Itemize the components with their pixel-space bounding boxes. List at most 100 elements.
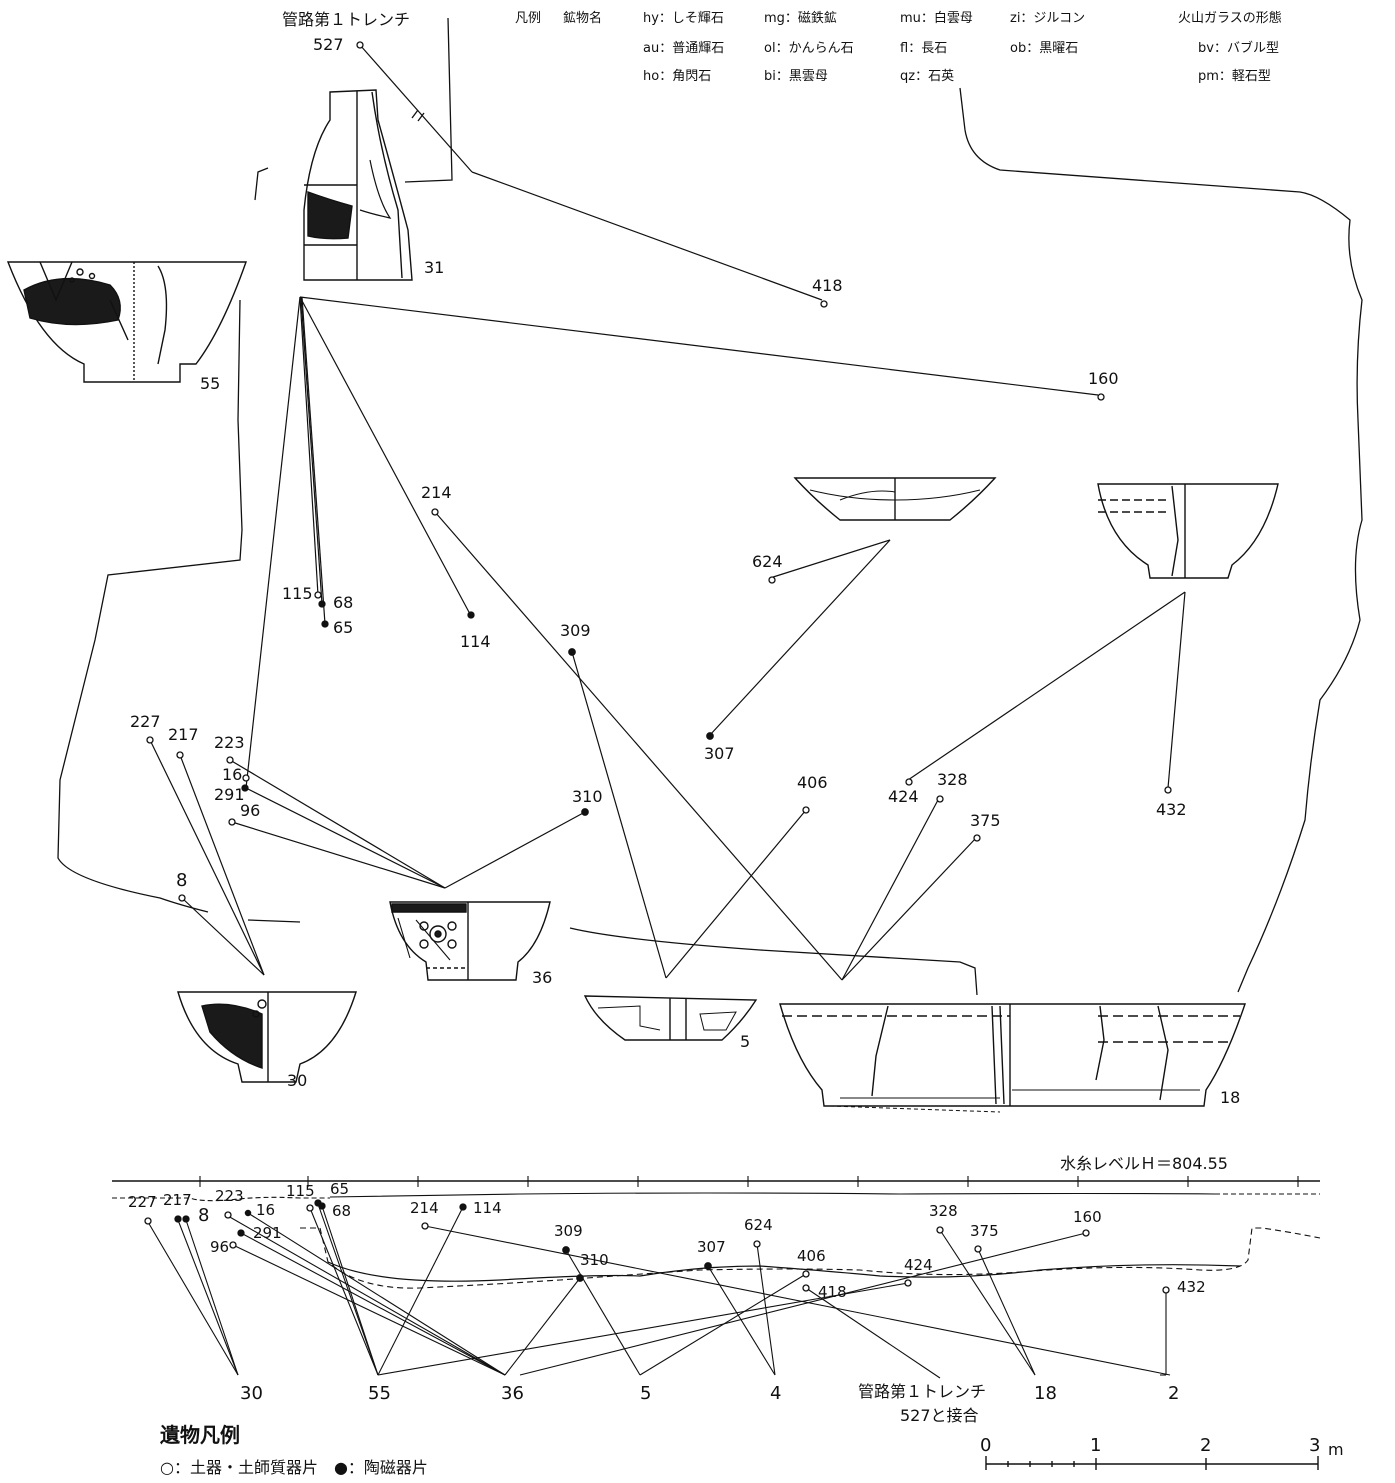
glass-legend-title: 火山ガラスの形態 bbox=[1178, 11, 1282, 26]
section-point-label: 328 bbox=[929, 1202, 958, 1220]
point-label: 310 bbox=[572, 787, 603, 806]
point-label: 114 bbox=[460, 632, 491, 651]
scale-tick-label: 2 bbox=[1200, 1435, 1212, 1456]
section-target-label: 55 bbox=[368, 1383, 391, 1404]
section-point-label: 432 bbox=[1177, 1278, 1206, 1296]
vessel-label-36: 36 bbox=[532, 968, 553, 987]
section-point-label: 115 bbox=[286, 1182, 315, 1200]
point-label: 424 bbox=[888, 787, 919, 806]
point-label: 16 bbox=[222, 765, 243, 784]
legend-item: bi：黒雲母 bbox=[764, 69, 828, 84]
point-label: 115 bbox=[282, 584, 313, 603]
point-label: 65 bbox=[333, 618, 354, 637]
section-point-label: 624 bbox=[744, 1216, 773, 1234]
vessel-label-18: 18 bbox=[1220, 1088, 1241, 1107]
trench-joint-label: 527と接合 bbox=[900, 1406, 979, 1425]
vessel-label-30: 30 bbox=[287, 1071, 308, 1090]
section-point-label: 160 bbox=[1073, 1208, 1102, 1226]
section-point-label: 307 bbox=[697, 1238, 726, 1256]
section-point-label: 375 bbox=[970, 1222, 999, 1240]
legend-item: qz：石英 bbox=[900, 69, 955, 84]
glass-legend-item: bv：バブル型 bbox=[1198, 41, 1279, 56]
point-label: 307 bbox=[704, 744, 735, 763]
legend-prefix-a: 凡例 bbox=[515, 11, 542, 26]
section-point-label: 16 bbox=[256, 1201, 276, 1219]
trench-number: 527 bbox=[313, 35, 344, 54]
legend-item: ob：黒曜石 bbox=[1010, 41, 1079, 56]
section-point-label: 217 bbox=[163, 1191, 192, 1209]
section-point-label: 309 bbox=[554, 1222, 583, 1240]
point-label: 328 bbox=[937, 770, 968, 789]
point-label: 291 bbox=[214, 785, 245, 804]
scale-tick-label: 1 bbox=[1090, 1435, 1102, 1456]
vessel-label-5: 5 bbox=[740, 1032, 751, 1051]
legend-item: ol：かんらん石 bbox=[764, 41, 854, 56]
section-points bbox=[144, 1199, 1170, 1294]
point-label: 217 bbox=[168, 725, 199, 744]
section-point-label: 223 bbox=[215, 1187, 244, 1205]
legend-item: mu：白雲母 bbox=[900, 11, 973, 26]
point-label: 406 bbox=[797, 773, 828, 792]
section-connection-lines bbox=[147, 1203, 1171, 1379]
level-label: 水糸レベルＨ＝804.55 bbox=[1060, 1154, 1228, 1173]
section-point-label: 68 bbox=[332, 1202, 352, 1220]
artifact-legend-title: 遺物凡例 bbox=[160, 1423, 240, 1447]
section-target-label: 2 bbox=[1168, 1383, 1180, 1404]
legend-item: mg：磁鉄鉱 bbox=[764, 11, 837, 26]
section-point-label: 406 bbox=[797, 1247, 826, 1265]
section-point-label: 65 bbox=[330, 1180, 350, 1198]
point-label: 432 bbox=[1156, 800, 1187, 819]
section-point-label: 424 bbox=[904, 1256, 933, 1274]
glass-legend-item: pm：軽石型 bbox=[1198, 69, 1271, 84]
point-label: 624 bbox=[752, 552, 783, 571]
scale-tick-label: 3 bbox=[1309, 1435, 1321, 1456]
point-label: 375 bbox=[970, 811, 1001, 830]
vessel-30-drawing bbox=[177, 991, 357, 1083]
point-label: 160 bbox=[1088, 369, 1119, 388]
section-point-label: 114 bbox=[473, 1199, 502, 1217]
point-label: 96 bbox=[240, 801, 261, 820]
vessel-label-31: 31 bbox=[424, 258, 445, 277]
artifact-legend-items: ○：土器・土師質器片 ●：陶磁器片 bbox=[160, 1458, 428, 1477]
section-target-label: 4 bbox=[770, 1383, 782, 1404]
legend-item: hy：しそ輝石 bbox=[643, 11, 724, 26]
legend-item: fl：長石 bbox=[900, 41, 948, 56]
point-label: 309 bbox=[560, 621, 591, 640]
legend-item: ho：角閃石 bbox=[643, 69, 712, 84]
vessel-18-drawing bbox=[779, 1003, 1246, 1113]
scale-bar bbox=[985, 1456, 1319, 1470]
point-label: 214 bbox=[421, 483, 452, 502]
vessel-label-55: 55 bbox=[200, 374, 221, 393]
trench-label: 管路第１トレンチ bbox=[282, 10, 411, 29]
section-target-label: 5 bbox=[640, 1383, 652, 1404]
legend-item: zi：ジルコン bbox=[1010, 11, 1086, 26]
point-label: 68 bbox=[333, 593, 354, 612]
point-label: 227 bbox=[130, 712, 161, 731]
legend-item: au：普通輝石 bbox=[643, 41, 725, 56]
trench-joint-label: 管路第１トレンチ bbox=[858, 1382, 987, 1401]
plan-points bbox=[146, 41, 1172, 902]
section-point-label: 227 bbox=[128, 1193, 157, 1211]
section-point-label: 96 bbox=[210, 1238, 230, 1256]
section-point-label: 310 bbox=[580, 1251, 609, 1269]
vessel-plate-624-drawing bbox=[793, 477, 997, 521]
plan-connection-lines bbox=[149, 44, 1186, 981]
section-target-label: 30 bbox=[240, 1383, 263, 1404]
legend-prefix-b: 鉱物名 bbox=[563, 11, 603, 26]
vessel-5-drawing bbox=[583, 995, 758, 1041]
scale-tick-label: 0 bbox=[980, 1435, 992, 1456]
section-target-label: 18 bbox=[1034, 1383, 1057, 1404]
vessel-bowl-160-drawing bbox=[1097, 483, 1279, 579]
vessel-55-drawing bbox=[6, 261, 247, 383]
point-label: 418 bbox=[812, 276, 843, 295]
vessel-36-drawing bbox=[389, 901, 551, 981]
section-point-label: 418 bbox=[818, 1283, 847, 1301]
point-label: 223 bbox=[214, 733, 245, 752]
vessel-31-drawing bbox=[303, 89, 413, 281]
point-label: 8 bbox=[176, 870, 188, 891]
section-target-label: 36 bbox=[501, 1383, 524, 1404]
section-point-label: 291 bbox=[253, 1224, 282, 1242]
section-point-label: 8 bbox=[198, 1205, 210, 1226]
excavation-outline bbox=[57, 17, 1363, 996]
